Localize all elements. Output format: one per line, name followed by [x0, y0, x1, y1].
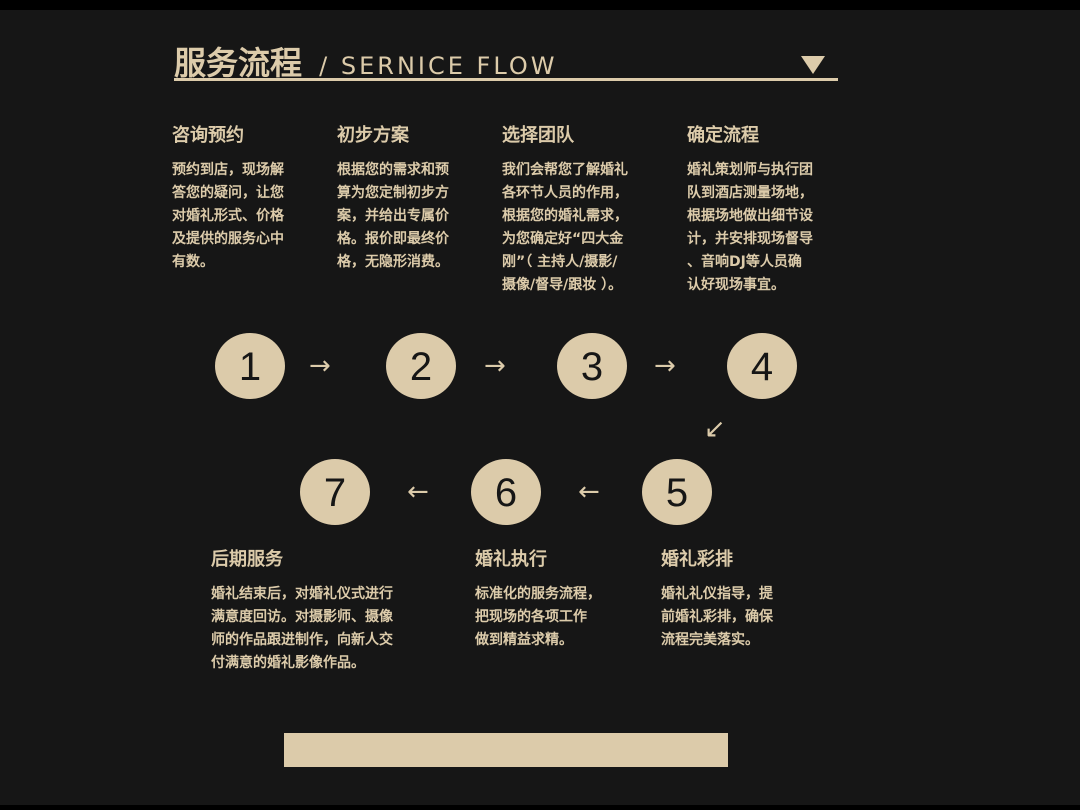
title-divider: [174, 78, 838, 81]
step-description-line: 各环节人员的作用，: [502, 185, 628, 201]
step-description-line: 把现场的各项工作: [475, 609, 587, 625]
step-description-line: 有数。: [172, 254, 214, 270]
step-title: 咨询预约: [172, 125, 244, 146]
step-description-line: 刚”（ 主持人/摄影/: [502, 254, 618, 270]
step-description-line: 做到精益求精。: [475, 632, 573, 648]
arrow-right-icon: →: [484, 351, 506, 381]
bottom-button-bar[interactable]: [284, 733, 728, 767]
step-description-line: 根据您的需求和预: [337, 162, 449, 178]
step-description-line: 、音响DJ等人员确: [687, 254, 802, 270]
arrow-down-left-icon: ↙: [704, 414, 726, 444]
step-description-line: 流程完美落实。: [661, 632, 759, 648]
step-4: 确定流程婚礼策划师与执行团队到酒店测量场地， 根据场地做出细节设计，并安排现场督导…: [687, 125, 847, 297]
step-description-line: 格，无隐形消费。: [337, 254, 449, 270]
step-description-line: 婚礼礼仪指导，提: [661, 586, 773, 602]
step-description-line: 婚礼策划师与执行团: [687, 162, 813, 178]
step-7: 后期服务婚礼结束后，对婚礼仪式进行满意度回访。对摄影师、摄像师的作品跟进制作，向…: [211, 549, 393, 675]
step-description-line: 满意度回访。对摄影师、摄像: [211, 609, 393, 625]
title-subtitle: SERNICE FLOW: [340, 52, 558, 80]
step-description-line: 我们会帮您了解婚礼: [502, 162, 628, 178]
step-title: 婚礼彩排: [661, 549, 733, 570]
step-description-line: 计，并安排现场督导: [687, 231, 813, 247]
step-2: 初步方案根据您的需求和预算为您定制初步方案，并给出专属价格。报价即最终价格，无隐…: [337, 125, 497, 274]
title-cn: 服务流程: [174, 44, 303, 82]
step-description-line: 算为您定制初步方: [337, 185, 449, 201]
step-description-line: 格。报价即最终价: [337, 231, 449, 247]
step-description-line: 队到酒店测量场地，: [687, 185, 813, 201]
step-description-line: 答您的疑问，让您: [172, 185, 284, 201]
step-description-line: 根据您的婚礼需求，: [502, 208, 628, 224]
arrow-left-icon: ←: [578, 477, 600, 507]
step-description-line: 前婚礼彩排，确保: [661, 609, 773, 625]
step-description-line: 婚礼结束后，对婚礼仪式进行: [211, 586, 393, 602]
step-description-line: 预约到店，现场解: [172, 162, 284, 178]
step-circle-4: 4: [727, 333, 797, 399]
step-title: 后期服务: [211, 549, 283, 570]
title-slash: /: [319, 52, 331, 80]
triangle-down-icon: [801, 56, 825, 74]
arrow-right-icon: →: [654, 351, 676, 381]
step-title: 婚礼执行: [475, 549, 547, 570]
step-title: 选择团队: [502, 125, 574, 146]
step-circle-1: 1: [215, 333, 285, 399]
step-circle-6: 6: [471, 459, 541, 525]
step-1: 咨询预约预约到店，现场解答您的疑问，让您对婚礼形式、价格及提供的服务心中有数。: [172, 125, 332, 274]
step-description-line: 认好现场事宜。: [687, 277, 785, 293]
title-en: / SERNICE FLOW: [319, 52, 557, 80]
step-description-line: 师的作品跟进制作，向新人交: [211, 632, 393, 648]
step-description-line: 摄像/督导/跟妆 ）。: [502, 277, 623, 293]
step-5: 婚礼彩排婚礼礼仪指导，提前婚礼彩排，确保流程完美落实。: [661, 549, 821, 652]
step-circle-5: 5: [642, 459, 712, 525]
step-circle-3: 3: [557, 333, 627, 399]
arrow-left-icon: ←: [407, 477, 429, 507]
page-background: [0, 10, 1080, 805]
step-description-line: 及提供的服务心中: [172, 231, 284, 247]
step-6: 婚礼执行标准化的服务流程， 把现场的各项工作做到精益求精。: [475, 549, 635, 652]
arrow-right-icon: →: [309, 351, 331, 381]
step-3: 选择团队我们会帮您了解婚礼各环节人员的作用， 根据您的婚礼需求， 为您确定好“四大金…: [502, 125, 662, 297]
step-circle-2: 2: [386, 333, 456, 399]
step-description-line: 案，并给出专属价: [337, 208, 449, 224]
step-title: 确定流程: [687, 125, 759, 146]
step-description-line: 标准化的服务流程，: [475, 586, 601, 602]
step-description-line: 为您确定好“四大金: [502, 231, 624, 247]
step-description-line: 付满意的婚礼影像作品。: [211, 655, 365, 671]
step-description-line: 对婚礼形式、价格: [172, 208, 284, 224]
step-title: 初步方案: [337, 125, 409, 146]
step-circle-7: 7: [300, 459, 370, 525]
page-title: 服务流程 / SERNICE FLOW: [174, 38, 558, 84]
step-description-line: 根据场地做出细节设: [687, 208, 813, 224]
